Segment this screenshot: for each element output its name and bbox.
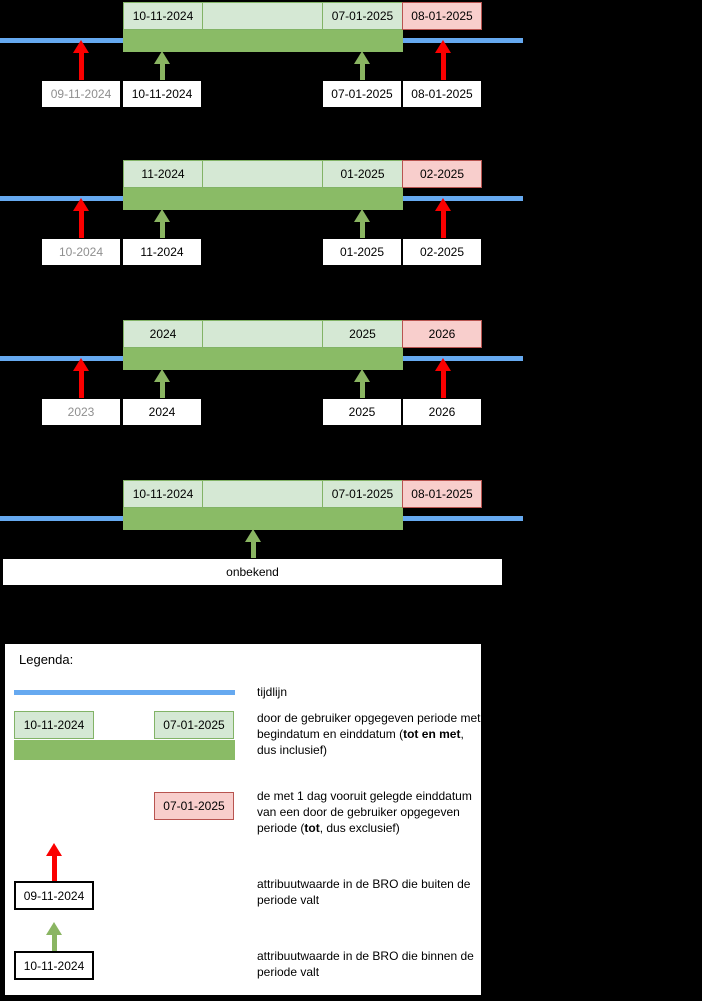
value-label-after: 08-01-2025 [402,80,482,108]
value-label-end: 2025 [322,398,402,426]
timeline-diagram-dates: 10-11-2024 07-01-2025 08-01-2025 09-11-2… [0,2,530,114]
next-day-box: 02-2025 [402,160,482,188]
red-up-arrow-icon [435,358,451,398]
legend-next-day-sample: 07-01-2025 [154,792,234,820]
legend-period-bar-sample [14,740,235,760]
period-bar [123,30,403,52]
period-start-box: 11-2024 [123,160,203,188]
red-up-arrow-icon [435,198,451,238]
period-bar [123,508,403,530]
timeline-diagram-months: 11-2024 01-2025 02-2025 10-2024 11-2024 … [0,160,530,272]
green-up-arrow-icon [354,51,370,80]
next-day-box: 08-01-2025 [402,480,482,508]
legend-next-day-text: de met 1 dag vooruit gelegde einddatum v… [257,789,472,835]
period-end-box: 01-2025 [322,160,403,188]
legend-outside-value-box: 09-11-2024 [14,881,94,910]
period-end-box: 07-01-2025 [322,480,403,508]
red-up-arrow-icon [435,40,451,80]
value-label-start: 11-2024 [122,238,202,266]
timeline-diagram-years: 2024 2025 2026 2023 2024 2025 2026 [0,320,530,432]
legend-timeline-label: tijdlijn [257,685,288,699]
green-up-arrow-icon [46,922,62,951]
legend-inside-value-box: 10-11-2024 [14,951,94,980]
red-up-arrow-icon [73,40,89,80]
green-up-arrow-icon [354,209,370,238]
period-end-box: 2025 [322,320,403,348]
legend-title: Legenda: [19,652,74,667]
green-up-arrow-icon [154,369,170,398]
timeline-diagram-unknown: 10-11-2024 07-01-2025 08-01-2025 onbeken… [0,480,530,592]
legend-inside-text: attribuutwaarde in de BRO die binnen de … [257,949,474,979]
period-middle-box [202,2,323,30]
unknown-value-label: onbekend [2,558,503,586]
value-label-after: 2026 [402,398,482,426]
value-label-end: 07-01-2025 [322,80,402,108]
red-up-arrow-icon [73,358,89,398]
legend-outside-text: attribuutwaarde in de BRO die buiten de … [257,877,471,907]
legend-period-text: door de gebruiker opgegeven periode met … [257,711,481,757]
green-up-arrow-icon [154,209,170,238]
period-bar [123,348,403,370]
green-up-arrow-icon [354,369,370,398]
period-start-box: 10-11-2024 [123,480,203,508]
red-up-arrow-icon [73,198,89,238]
value-label-end: 01-2025 [322,238,402,266]
green-up-arrow-icon [154,51,170,80]
legend-timeline-sample [14,690,235,695]
value-label-start: 10-11-2024 [122,80,202,108]
period-middle-box [202,480,323,508]
next-day-box: 08-01-2025 [402,2,482,30]
value-label-before: 10-2024 [41,238,121,266]
period-middle-box [202,320,323,348]
legend-period-start-sample: 10-11-2024 [14,711,94,739]
legend-panel: Legenda: tijdlijn 10-11-2024 07-01-2025 … [3,642,483,997]
period-start-box: 2024 [123,320,203,348]
period-middle-box [202,160,323,188]
red-up-arrow-icon [46,843,62,881]
period-start-box: 10-11-2024 [123,2,203,30]
period-bar [123,188,403,210]
next-day-box: 2026 [402,320,482,348]
green-up-arrow-icon [245,529,261,558]
value-label-before: 09-11-2024 [41,80,121,108]
value-label-before: 2023 [41,398,121,426]
legend-period-end-sample: 07-01-2025 [154,711,234,739]
value-label-after: 02-2025 [402,238,482,266]
value-label-start: 2024 [122,398,202,426]
period-end-box: 07-01-2025 [322,2,403,30]
